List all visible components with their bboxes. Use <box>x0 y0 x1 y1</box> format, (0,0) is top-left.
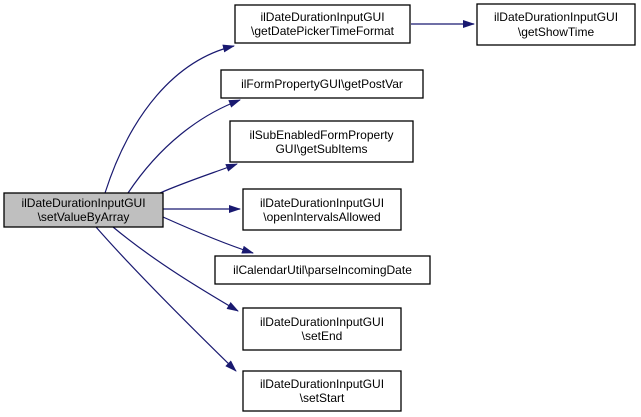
node-label: ilCalendarUtil\parseIncomingDate <box>233 263 412 277</box>
node-getshowtime[interactable]: ilDateDurationInputGUI \getShowTime <box>476 3 636 46</box>
node-label: ilDateDurationInputGUI <box>21 196 145 210</box>
node-label: ilDateDurationInputGUI <box>494 10 618 24</box>
node-box[interactable] <box>234 4 411 44</box>
node-label: ilDateDurationInputGUI <box>260 377 384 391</box>
node-label: GUI\getSubItems <box>275 142 367 156</box>
node-parseincomingdate[interactable]: ilCalendarUtil\parseIncomingDate <box>214 255 431 285</box>
node-label: \setValueByArray <box>38 210 130 224</box>
node-getsubitems[interactable]: ilSubEnabledFormProperty GUI\getSubItems <box>229 120 414 163</box>
node-label: ilFormPropertyGUI\getPostVar <box>241 77 403 91</box>
node-label: ilSubEnabledFormProperty <box>249 128 393 142</box>
node-getdatepickertimeformat[interactable]: ilDateDurationInputGUI \getDatePickerTim… <box>234 4 411 44</box>
node-label: ilDateDurationInputGUI <box>260 315 384 329</box>
node-label: \setEnd <box>302 329 343 343</box>
node-box[interactable] <box>214 255 431 285</box>
edge-setValueByArray-setEnd <box>112 226 239 312</box>
node-box[interactable] <box>242 188 402 231</box>
node-box[interactable] <box>242 307 402 351</box>
node-box[interactable] <box>220 69 424 99</box>
node-box[interactable] <box>229 120 414 163</box>
node-box[interactable] <box>242 370 402 412</box>
node-label: \getShowTime <box>518 25 595 39</box>
edge-setValueByArray-parseIncomingDate <box>162 216 254 254</box>
node-setend[interactable]: ilDateDurationInputGUI \setEnd <box>242 307 402 351</box>
edges <box>95 20 475 372</box>
edge-setValueByArray-getSubItems <box>159 163 238 194</box>
node-label: \getDatePickerTimeFormat <box>251 24 395 38</box>
node-label: \setStart <box>300 391 345 405</box>
node-label: ilDateDurationInputGUI <box>260 196 384 210</box>
edge-setValueByArray-setStart <box>95 226 237 372</box>
node-label: ilDateDurationInputGUI <box>260 10 384 24</box>
node-box[interactable] <box>476 3 636 46</box>
edge-setValueByArray-getPostVar <box>127 99 241 194</box>
node-getpostvar[interactable]: ilFormPropertyGUI\getPostVar <box>220 69 424 99</box>
node-openintervalsallowed[interactable]: ilDateDurationInputGUI \openIntervalsAll… <box>242 188 402 231</box>
node-setvaluebyarray: ilDateDurationInputGUI \setValueByArray <box>3 192 164 228</box>
node-label: \openIntervalsAllowed <box>263 210 380 224</box>
node-setstart[interactable]: ilDateDurationInputGUI \setStart <box>242 370 402 412</box>
node-box <box>3 192 164 228</box>
edge-setValueByArray-getDatePickerTimeFormat <box>104 44 235 194</box>
